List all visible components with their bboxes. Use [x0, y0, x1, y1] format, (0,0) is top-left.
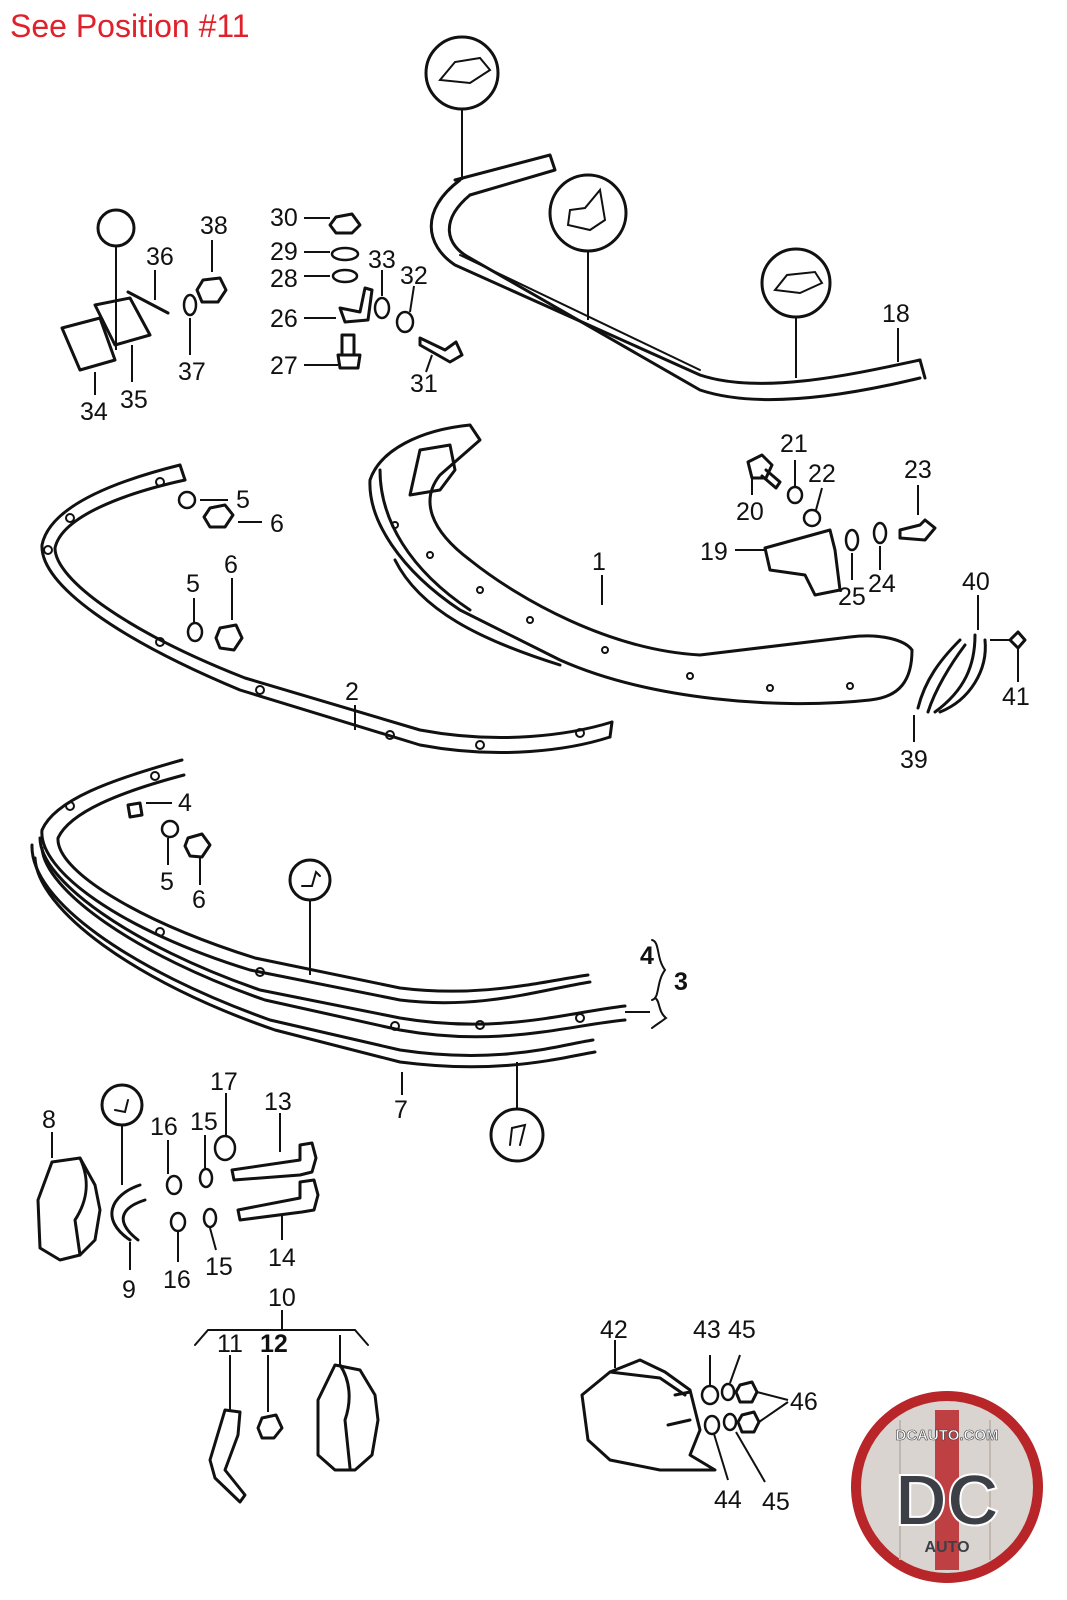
parts-42-46 — [580, 1340, 789, 1483]
callout-11: 11 — [217, 1330, 243, 1358]
part-1-bumper — [368, 423, 914, 706]
callout-33: 33 — [368, 246, 396, 274]
detail-circle-18b — [548, 173, 628, 253]
callout-1: 1 — [592, 548, 606, 576]
callout-12: 12 — [260, 1330, 288, 1358]
callout-14: 14 — [268, 1244, 296, 1272]
part-3-4-7-bumper-rubber — [30, 758, 668, 1163]
callout-24: 24 — [868, 570, 896, 598]
callout-25: 25 — [838, 583, 866, 611]
callout-20: 20 — [736, 498, 764, 526]
svg-text:DCAUTO.COM: DCAUTO.COM — [895, 1427, 998, 1444]
callout-36: 36 — [146, 243, 174, 271]
callout-10: 10 — [268, 1284, 296, 1312]
parts-8-9-13-17 — [36, 1083, 320, 1270]
callout-6b: 6 — [224, 551, 238, 579]
callout-22: 22 — [808, 460, 836, 488]
parts-34-38 — [60, 208, 228, 395]
callout-30: 30 — [270, 204, 298, 232]
dcauto-logo: DCAUTO.COM DC AUTO — [851, 1391, 1043, 1583]
callout-18: 18 — [882, 300, 910, 328]
see-position-note: See Position #11 — [10, 8, 250, 44]
callout-28: 28 — [270, 265, 298, 293]
callout-41: 41 — [1002, 683, 1030, 711]
parts-39-41 — [913, 595, 1027, 742]
callout-44: 44 — [714, 1486, 742, 1514]
callout-17: 17 — [210, 1068, 238, 1096]
callout-16b: 16 — [163, 1266, 191, 1294]
callout-40: 40 — [962, 568, 990, 596]
callout-6c: 6 — [192, 886, 206, 914]
parts-5-6-upper — [177, 490, 262, 652]
part-18-trim-strip — [429, 153, 927, 402]
callout-34: 34 — [80, 398, 108, 426]
callout-21: 21 — [780, 430, 808, 458]
callout-15a: 15 — [190, 1108, 218, 1136]
detail-icon-18b — [566, 187, 607, 232]
parts-19-25 — [735, 453, 937, 597]
callout-42: 42 — [600, 1316, 628, 1344]
callout-31: 31 — [410, 370, 438, 398]
callout-3: 3 — [674, 968, 688, 996]
callout-38: 38 — [200, 212, 228, 240]
parts-10-12 — [194, 1310, 380, 1504]
callout-26: 26 — [270, 305, 298, 333]
svg-text:DC: DC — [895, 1461, 999, 1541]
callout-39: 39 — [900, 746, 928, 774]
callout-5a: 5 — [236, 486, 250, 514]
callout-32: 32 — [400, 262, 428, 290]
callout-23: 23 — [904, 456, 932, 484]
svg-text:AUTO: AUTO — [924, 1539, 969, 1556]
callout-5b: 5 — [186, 570, 200, 598]
callout-8: 8 — [42, 1106, 56, 1134]
callout-37: 37 — [178, 358, 206, 386]
callout-19: 19 — [700, 538, 728, 566]
callout-5c: 5 — [160, 868, 174, 896]
callout-15b: 15 — [205, 1253, 233, 1281]
callout-27: 27 — [270, 352, 298, 380]
part-2-bumper-trim — [40, 463, 614, 755]
callout-13: 13 — [264, 1088, 292, 1116]
callout-46: 46 — [790, 1388, 818, 1416]
callout-16a: 16 — [150, 1113, 178, 1141]
parts-26-33 — [304, 212, 464, 373]
detail-icon-18a — [438, 56, 492, 85]
callout-29: 29 — [270, 238, 298, 266]
callout-7: 7 — [394, 1096, 408, 1124]
callout-45b: 45 — [762, 1488, 790, 1516]
detail-icon-18c — [773, 270, 824, 295]
callout-4b: 4 — [640, 942, 654, 970]
callout-2: 2 — [345, 678, 359, 706]
callout-43: 43 — [693, 1316, 721, 1344]
callout-4a: 4 — [178, 789, 192, 817]
callout-6a: 6 — [270, 510, 284, 538]
callout-9: 9 — [122, 1276, 136, 1304]
callout-45a: 45 — [728, 1316, 756, 1344]
callout-35: 35 — [120, 386, 148, 414]
